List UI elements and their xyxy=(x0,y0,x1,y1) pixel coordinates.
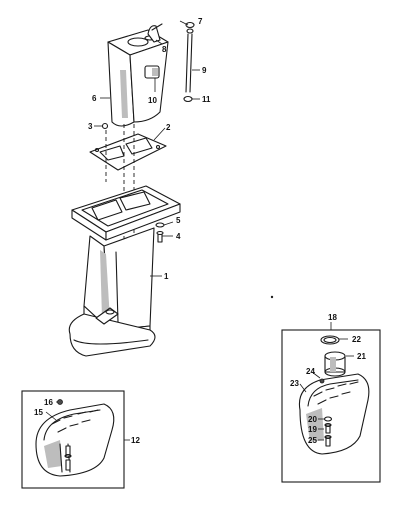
inset-frame-right xyxy=(281,329,381,483)
callout-9: 9 xyxy=(202,66,207,75)
callout-15: 15 xyxy=(34,408,43,417)
callout-3: 3 xyxy=(88,122,93,131)
callout-4: 4 xyxy=(176,232,181,241)
callout-8: 8 xyxy=(162,45,167,54)
callout-23: 23 xyxy=(290,379,299,388)
lever-bracket xyxy=(147,23,163,43)
callout-18: 18 xyxy=(328,313,337,322)
washer-20 xyxy=(323,416,333,422)
driveshaft-housing-upper xyxy=(107,29,169,127)
inset-frame-left xyxy=(21,390,125,489)
callout-21: 21 xyxy=(357,352,366,361)
inset-lower-left: 16 15 12 xyxy=(21,390,140,489)
callout-12: 12 xyxy=(131,436,140,445)
callout-2: 2 xyxy=(166,123,171,132)
bolt-and-washer xyxy=(155,222,165,243)
callout-22: 22 xyxy=(352,335,361,344)
callout-16: 16 xyxy=(44,398,53,407)
callout-20: 20 xyxy=(308,415,317,424)
inset-right-pin xyxy=(319,378,325,384)
bearing-bushing xyxy=(324,351,346,377)
callout-24: 24 xyxy=(306,367,315,376)
callout-10: 10 xyxy=(148,96,157,105)
driveshaft-housing-main xyxy=(68,185,181,357)
water-tube-assembly xyxy=(183,21,195,103)
callout-19: 19 xyxy=(308,425,317,434)
callout-1: 1 xyxy=(164,272,169,281)
clip-block xyxy=(144,65,160,92)
retaining-ring xyxy=(320,335,340,345)
stray-dot xyxy=(270,295,274,299)
callout-25: 25 xyxy=(308,436,317,445)
inset-left-pin xyxy=(57,399,63,405)
callouts-upper: 7 8 9 10 11 6 3 2 5 4 1 xyxy=(88,17,211,281)
callout-6: 6 xyxy=(92,94,97,103)
small-pin xyxy=(101,122,109,130)
callout-11: 11 xyxy=(202,95,211,104)
callout-5: 5 xyxy=(176,216,181,225)
inset-lower-right: 18 22 21 24 23 20 19 25 xyxy=(281,313,381,483)
callout-7: 7 xyxy=(198,17,203,26)
